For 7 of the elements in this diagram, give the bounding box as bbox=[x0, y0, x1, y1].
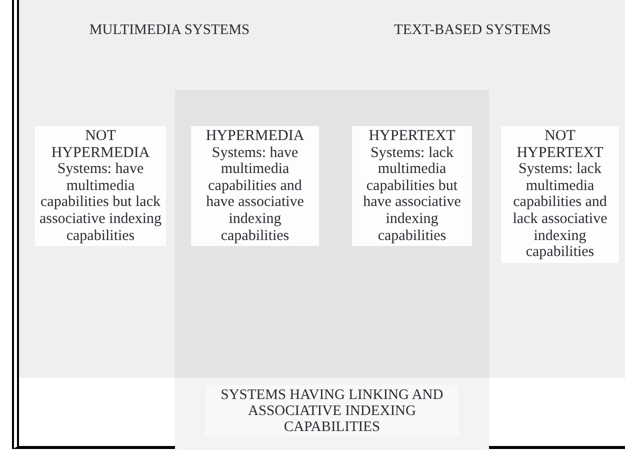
category-box: HYPERTEXT Systems: lack multimedia capabilities but have associative indexing capabilities bbox=[352, 126, 472, 246]
region-heading: TEXT-BASED SYSTEMS bbox=[393, 22, 552, 39]
category-box: HYPERMEDIA Systems: have multimedia capabilities and have associative indexing capabilities bbox=[191, 126, 319, 246]
region-heading: MULTIMEDIA SYSTEMS bbox=[88, 22, 251, 39]
band-caption: SYSTEMS HAVING LINKING AND ASSOCIATIVE INDEXING CAPABILITIES bbox=[205, 385, 459, 437]
category-box: NOT HYPERMEDIA Systems: have multimedia capabilities but lack associative indexing capabilities bbox=[35, 126, 166, 246]
category-box: NOT HYPERTEXT Systems: lack multimedia capabilities and lack associative indexing capabilities bbox=[501, 126, 619, 263]
